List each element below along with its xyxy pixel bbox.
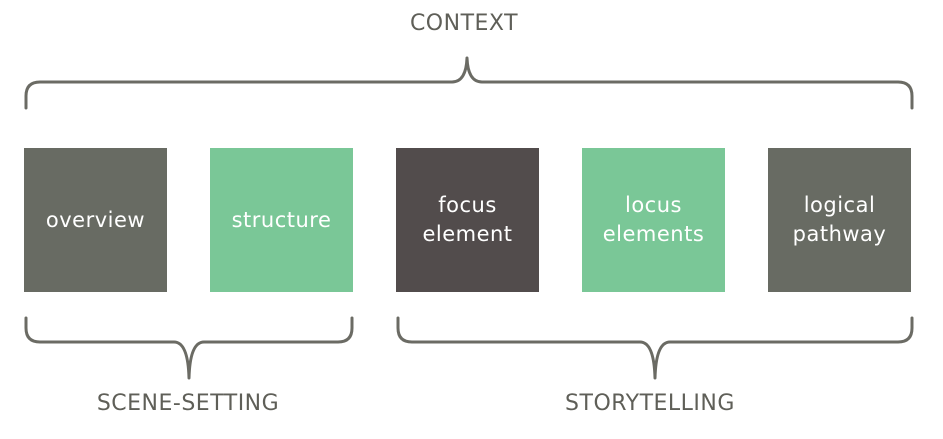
- storytelling-label: STORYTELLING: [565, 391, 735, 416]
- box-overview: overview: [24, 148, 167, 292]
- box-locus-elements: locus elements: [582, 148, 725, 292]
- box-locus-elements-line-1: locus: [625, 193, 682, 217]
- storytelling-brace: [396, 316, 914, 380]
- scene-setting-brace: [24, 316, 354, 380]
- box-structure-line-1: structure: [231, 207, 332, 232]
- box-focus-element: focus element: [396, 148, 539, 292]
- context-label: CONTEXT: [409, 11, 519, 36]
- scene-setting-label: SCENE-SETTING: [96, 391, 280, 416]
- box-logical-pathway-line-2: pathway: [792, 222, 887, 246]
- box-logical-pathway: logical pathway: [768, 148, 911, 292]
- box-structure: structure: [210, 148, 353, 292]
- box-focus-element-line-2: element: [422, 222, 513, 246]
- box-locus-elements-line-2: elements: [602, 222, 705, 246]
- box-logical-pathway-line-1: logical: [803, 193, 876, 217]
- context-brace: [24, 56, 914, 110]
- box-overview-line-1: overview: [45, 207, 146, 232]
- box-focus-element-line-1: focus: [438, 193, 497, 217]
